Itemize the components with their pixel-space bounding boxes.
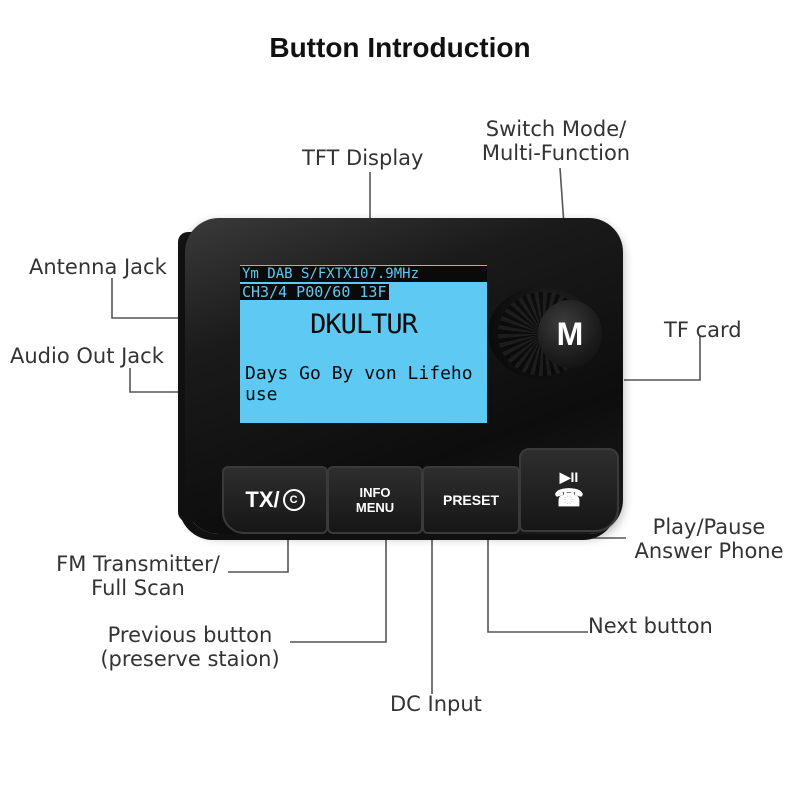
label-dc-input: DC Input — [390, 692, 482, 716]
leader-antenna-jack — [111, 278, 188, 319]
tft-display: Ym DAB S/FXTX107.9MHz CH3/4 P00/60 13F D… — [240, 265, 487, 423]
label-play-pause-line2: Answer Phone — [634, 539, 784, 563]
scan-icon: C — [282, 489, 305, 511]
label-previous-button-line2: (preserve staion) — [100, 647, 280, 671]
info-menu-button[interactable]: INFO MENU — [327, 466, 423, 534]
leader-next — [487, 514, 588, 633]
label-fm-transmitter: FM Transmitter/ Full Scan — [40, 552, 236, 600]
screen-status-line: Ym DAB S/FXTX107.9MHz — [240, 266, 487, 282]
screen-station: DKULTUR — [310, 309, 418, 340]
label-switch-mode-line2: Multi-Function — [481, 141, 631, 165]
tx-button[interactable]: TX/C — [222, 466, 328, 534]
mode-knob[interactable]: M — [538, 300, 602, 368]
label-switch-mode: Switch Mode/ Multi-Function — [466, 117, 646, 165]
play-pause-icon: ▶II — [559, 468, 579, 485]
label-play-pause-line1: Play/Pause — [652, 515, 766, 539]
screen-info-line: CH3/4 P00/60 13F — [240, 283, 389, 301]
page-title: Button Introduction — [269, 32, 531, 63]
leader-tf-card — [624, 336, 701, 381]
label-fm-transmitter-line1: FM Transmitter/ — [56, 552, 220, 576]
leader-previous — [290, 514, 387, 643]
leader-audio-out — [129, 368, 192, 393]
label-audio-out-jack: Audio Out Jack — [10, 344, 164, 368]
label-play-pause: Play/Pause Answer Phone — [626, 515, 792, 563]
label-previous-button-line1: Previous button — [107, 623, 273, 647]
info-label-line2: MENU — [355, 500, 395, 515]
label-antenna-jack: Antenna Jack — [29, 255, 167, 279]
label-tft-display: TFT Display — [302, 146, 424, 170]
label-switch-mode-line1: Switch Mode/ — [485, 117, 627, 141]
knob-label: M — [556, 315, 584, 352]
label-next-button: Next button — [588, 614, 713, 638]
play-pause-button[interactable]: ▶II ☎ — [519, 448, 619, 532]
info-label-line1: INFO — [359, 485, 391, 500]
phone-icon: ☎ — [554, 484, 584, 512]
preset-label: PRESET — [442, 492, 499, 508]
label-fm-transmitter-line2: Full Scan — [91, 576, 185, 600]
label-tf-card: TF card — [664, 318, 742, 342]
preset-button[interactable]: PRESET — [422, 466, 520, 534]
tx-label: TX/ — [245, 487, 280, 512]
label-previous-button: Previous button (preserve staion) — [94, 623, 286, 671]
screen-song: Days Go By von Lifeho use — [245, 363, 473, 405]
